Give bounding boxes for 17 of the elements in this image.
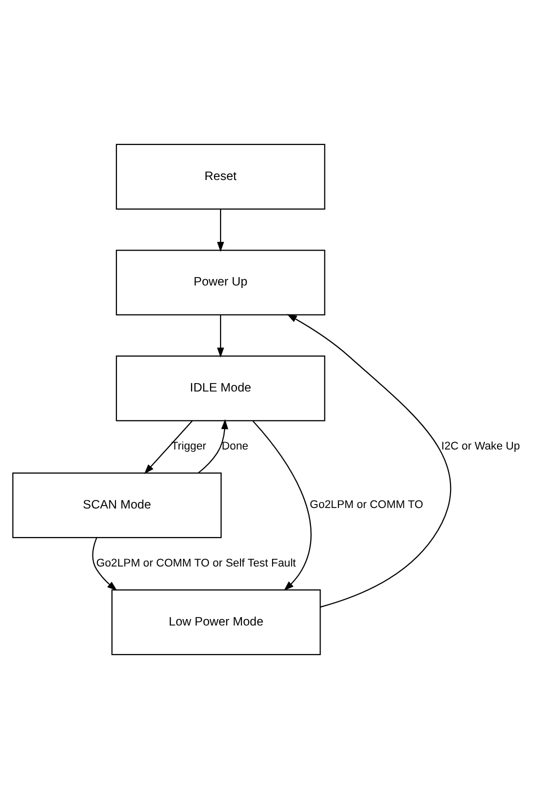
arrow bbox=[198, 418, 228, 473]
arrow bbox=[286, 314, 451, 608]
edge-label: Trigger bbox=[171, 440, 206, 452]
node-box: Low Power Mode bbox=[111, 588, 321, 655]
arrow bbox=[252, 420, 312, 590]
edge-label: Go2LPM or COMM TO or Self Test Fault bbox=[96, 557, 296, 570]
node-box: SCAN Mode bbox=[12, 472, 222, 538]
edge-label: I2C or Wake Up bbox=[441, 440, 520, 452]
arrow bbox=[92, 536, 118, 590]
arrow bbox=[144, 420, 193, 474]
node-box: Power Up bbox=[116, 249, 326, 315]
edge-label: Done bbox=[222, 440, 248, 452]
arrow bbox=[217, 208, 224, 252]
node-box: IDLE Mode bbox=[116, 355, 326, 421]
arrow bbox=[217, 314, 224, 358]
edge-label: Go2LPM or COMM TO bbox=[310, 498, 424, 511]
node-box: Reset bbox=[116, 143, 326, 210]
